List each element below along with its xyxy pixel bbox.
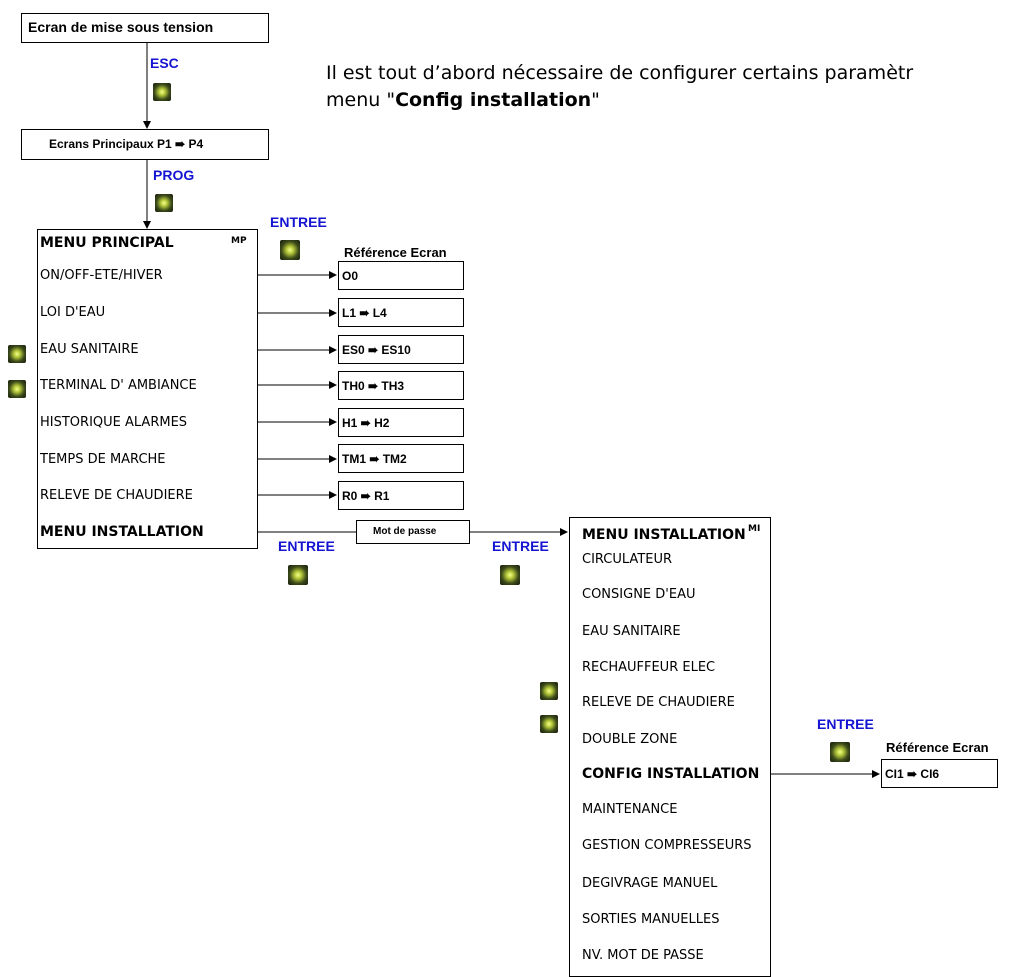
install-item-circulateur[interactable]: CIRCULATEUR (582, 552, 673, 567)
power-on-screen-label: Ecran de mise sous tension (28, 19, 214, 35)
intro-highlight: Config installation (395, 89, 592, 111)
entree-key-label-3: ENTREE (492, 538, 549, 554)
menu-installation-title: MENU INSTALLATION (582, 527, 746, 543)
menu-item-eau-sanitaire[interactable]: EAU SANITAIRE (40, 342, 139, 357)
menu-item-historique-alarmes[interactable]: HISTORIQUE ALARMES (40, 415, 188, 430)
main-screens-box: Ecrans Principaux P1 ➠ P4 (21, 129, 269, 160)
esc-key-label: ESC (150, 55, 179, 71)
menu-item-loi-eau[interactable]: LOI D'EAU (40, 305, 106, 320)
power-on-screen-box: Ecran de mise sous tension (21, 13, 269, 43)
reference-box: O0 (338, 261, 464, 290)
intro-line-2: menu "Config installation" (326, 89, 600, 111)
entree-button-icon-3[interactable] (500, 565, 520, 585)
config-reference-box: CI1 ➠ CI6 (881, 759, 998, 788)
install-item-consigne-eau[interactable]: CONSIGNE D'EAU (582, 587, 696, 602)
entree-key-label-1: ENTREE (270, 214, 327, 230)
password-box: Mot de passe (356, 520, 470, 544)
install-item-gestion-compresseurs[interactable]: GESTION COMPRESSEURS (582, 838, 752, 853)
up-arrow-button-icon[interactable] (8, 345, 26, 363)
reference-title-2: Référence Ecran (886, 740, 989, 755)
reference-box: ES0 ➠ ES10 (338, 335, 464, 364)
reference-box: TM1 ➠ TM2 (338, 444, 464, 473)
prog-button-icon[interactable] (155, 194, 173, 212)
install-item-releve-chaudiere[interactable]: RELEVE DE CHAUDIERE (582, 695, 735, 710)
menu-item-temps-marche[interactable]: TEMPS DE MARCHE (40, 452, 166, 467)
up-arrow-button-icon-2[interactable] (540, 682, 558, 700)
menu-item-terminal-ambiance[interactable]: TERMINAL D' AMBIANCE (40, 378, 197, 393)
install-item-maintenance[interactable]: MAINTENANCE (582, 802, 678, 817)
entree-key-label-2: ENTREE (278, 538, 335, 554)
entree-button-icon-1[interactable] (280, 240, 300, 260)
reference-box: R0 ➠ R1 (338, 481, 464, 510)
reference-box: H1 ➠ H2 (338, 408, 464, 437)
reference-box: TH0 ➠ TH3 (338, 371, 464, 400)
menu-installation-code: MI (748, 524, 761, 534)
main-screens-label: Ecrans Principaux P1 ➠ P4 (49, 137, 204, 151)
intro-line-1: Il est tout d’abord nécessaire de config… (326, 62, 914, 84)
prog-key-label: PROG (153, 167, 195, 183)
menu-item-menu-installation[interactable]: MENU INSTALLATION (40, 524, 204, 540)
menu-principal-box: MENU PRINCIPAL MP ON/OFF-ETE/HIVER LOI D… (37, 229, 258, 549)
install-item-config-installation[interactable]: CONFIG INSTALLATION (582, 766, 760, 782)
menu-principal-code: MP (231, 236, 247, 246)
down-arrow-button-icon[interactable] (8, 380, 26, 398)
menu-principal-title: MENU PRINCIPAL (40, 235, 174, 251)
entree-key-label-4: ENTREE (817, 716, 874, 732)
install-item-nv-mot-de-passe[interactable]: NV. MOT DE PASSE (582, 948, 704, 963)
install-item-rechauffeur-elec[interactable]: RECHAUFFEUR ELEC (582, 660, 716, 675)
password-label: Mot de passe (373, 526, 437, 537)
install-item-eau-sanitaire[interactable]: EAU SANITAIRE (582, 624, 681, 639)
menu-installation-box: MENU INSTALLATION MI CIRCULATEUR CONSIGN… (569, 517, 771, 977)
esc-button-icon[interactable] (153, 83, 171, 101)
reference-box: L1 ➠ L4 (338, 298, 464, 327)
menu-item-on-off[interactable]: ON/OFF-ETE/HIVER (40, 268, 163, 283)
entree-button-icon-4[interactable] (830, 742, 850, 762)
install-item-degivrage-manuel[interactable]: DEGIVRAGE MANUEL (582, 876, 718, 891)
menu-item-releve-chaudiere[interactable]: RELEVE DE CHAUDIERE (40, 488, 193, 503)
install-item-double-zone[interactable]: DOUBLE ZONE (582, 732, 678, 747)
install-item-sorties-manuelles[interactable]: SORTIES MANUELLES (582, 912, 720, 927)
entree-button-icon-2[interactable] (288, 565, 308, 585)
down-arrow-button-icon-2[interactable] (540, 715, 558, 733)
intro-text: Il est tout d’abord nécessaire de config… (326, 60, 913, 114)
reference-title-1: Référence Ecran (344, 245, 447, 260)
